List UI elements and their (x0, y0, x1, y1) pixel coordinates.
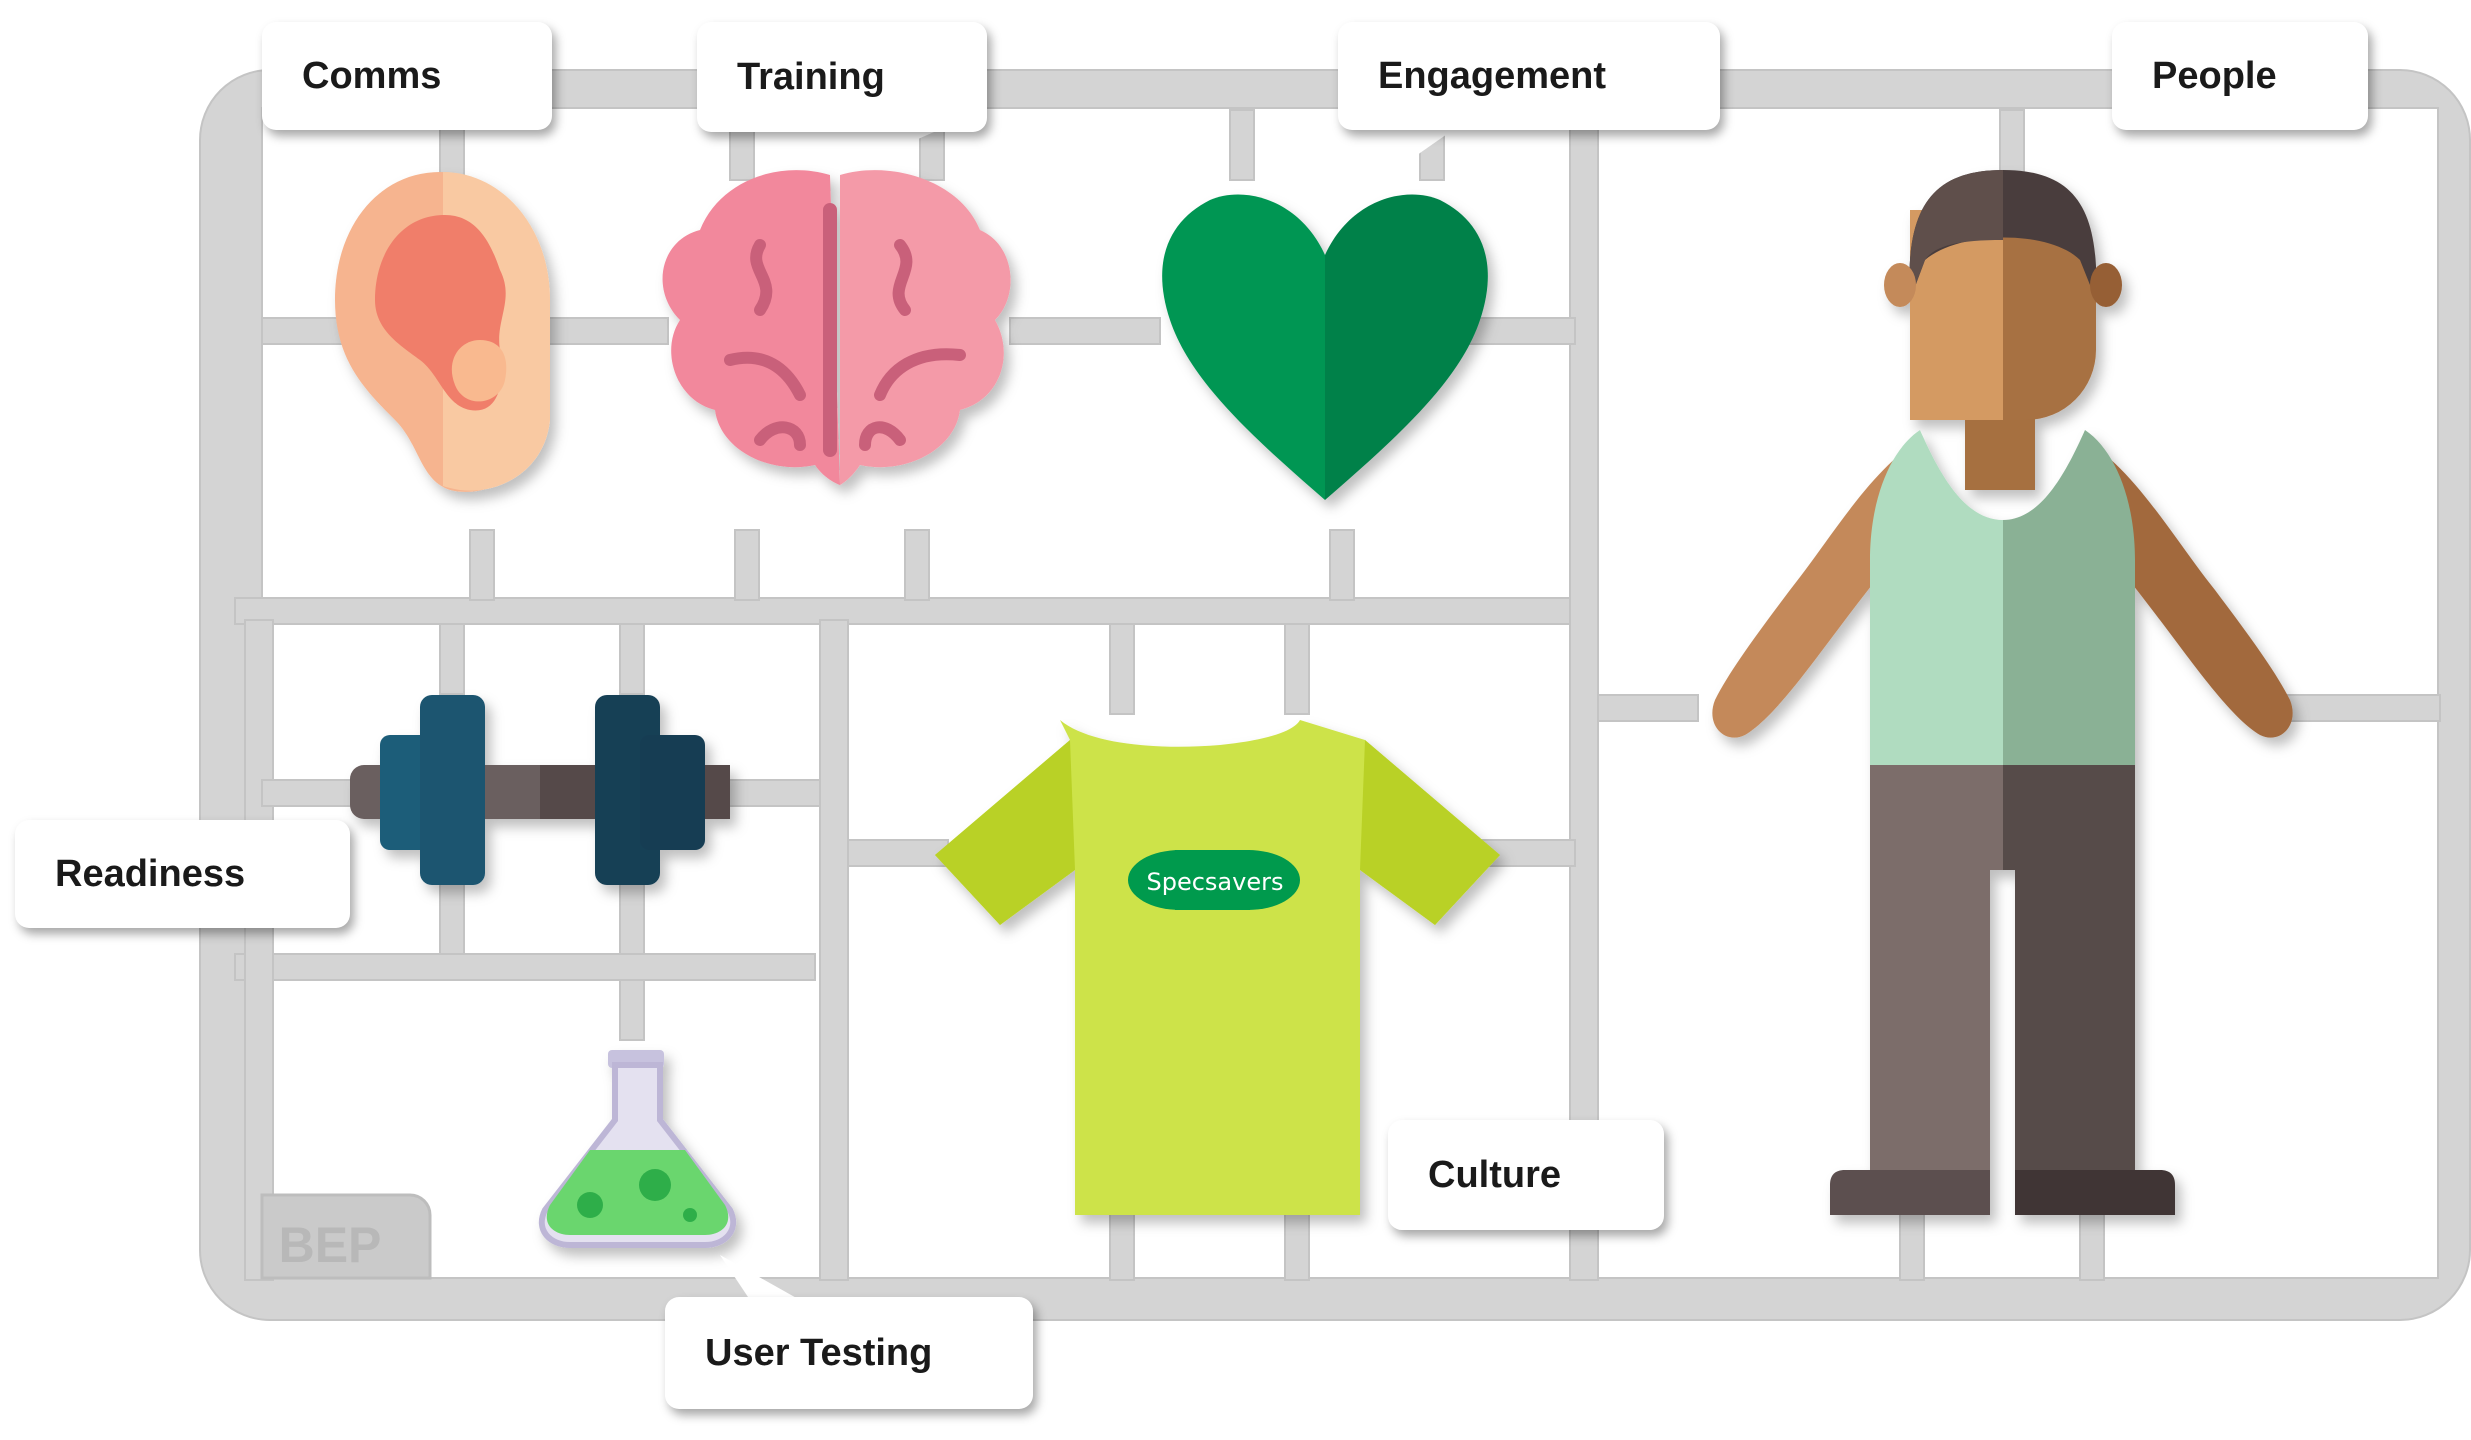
training-label: Training (737, 55, 885, 98)
people-label: People (2152, 54, 2277, 97)
training-callout: Training (697, 22, 987, 132)
readiness-callout: Readiness (15, 820, 350, 928)
user-testing-label: User Testing (705, 1331, 933, 1374)
engagement-callout: Engagement (1338, 22, 1720, 130)
heart-icon (1162, 194, 1488, 500)
readiness-label: Readiness (55, 852, 246, 895)
comms-callout: Comms (262, 22, 552, 130)
culture-label: Culture (1428, 1153, 1561, 1196)
specsavers-logo: Specsavers (1147, 868, 1284, 896)
comms-label: Comms (302, 54, 442, 97)
svg-text:BEP: BEP (279, 1217, 382, 1273)
bep-stamp: BEP (260, 1193, 432, 1280)
dumbbell-icon (350, 695, 730, 885)
sprue-frame (199, 69, 2471, 1321)
brain-icon (662, 170, 1011, 485)
flask-icon (538, 1050, 737, 1248)
user-testing-callout: User Testing (665, 1297, 1033, 1409)
people-callout: People (2112, 22, 2368, 130)
person-icon (1712, 170, 2293, 1215)
tshirt-icon: Specsavers (935, 720, 1500, 1215)
ear-icon (335, 172, 550, 492)
culture-callout: Culture (1388, 1120, 1664, 1230)
engagement-label: Engagement (1378, 54, 1607, 97)
